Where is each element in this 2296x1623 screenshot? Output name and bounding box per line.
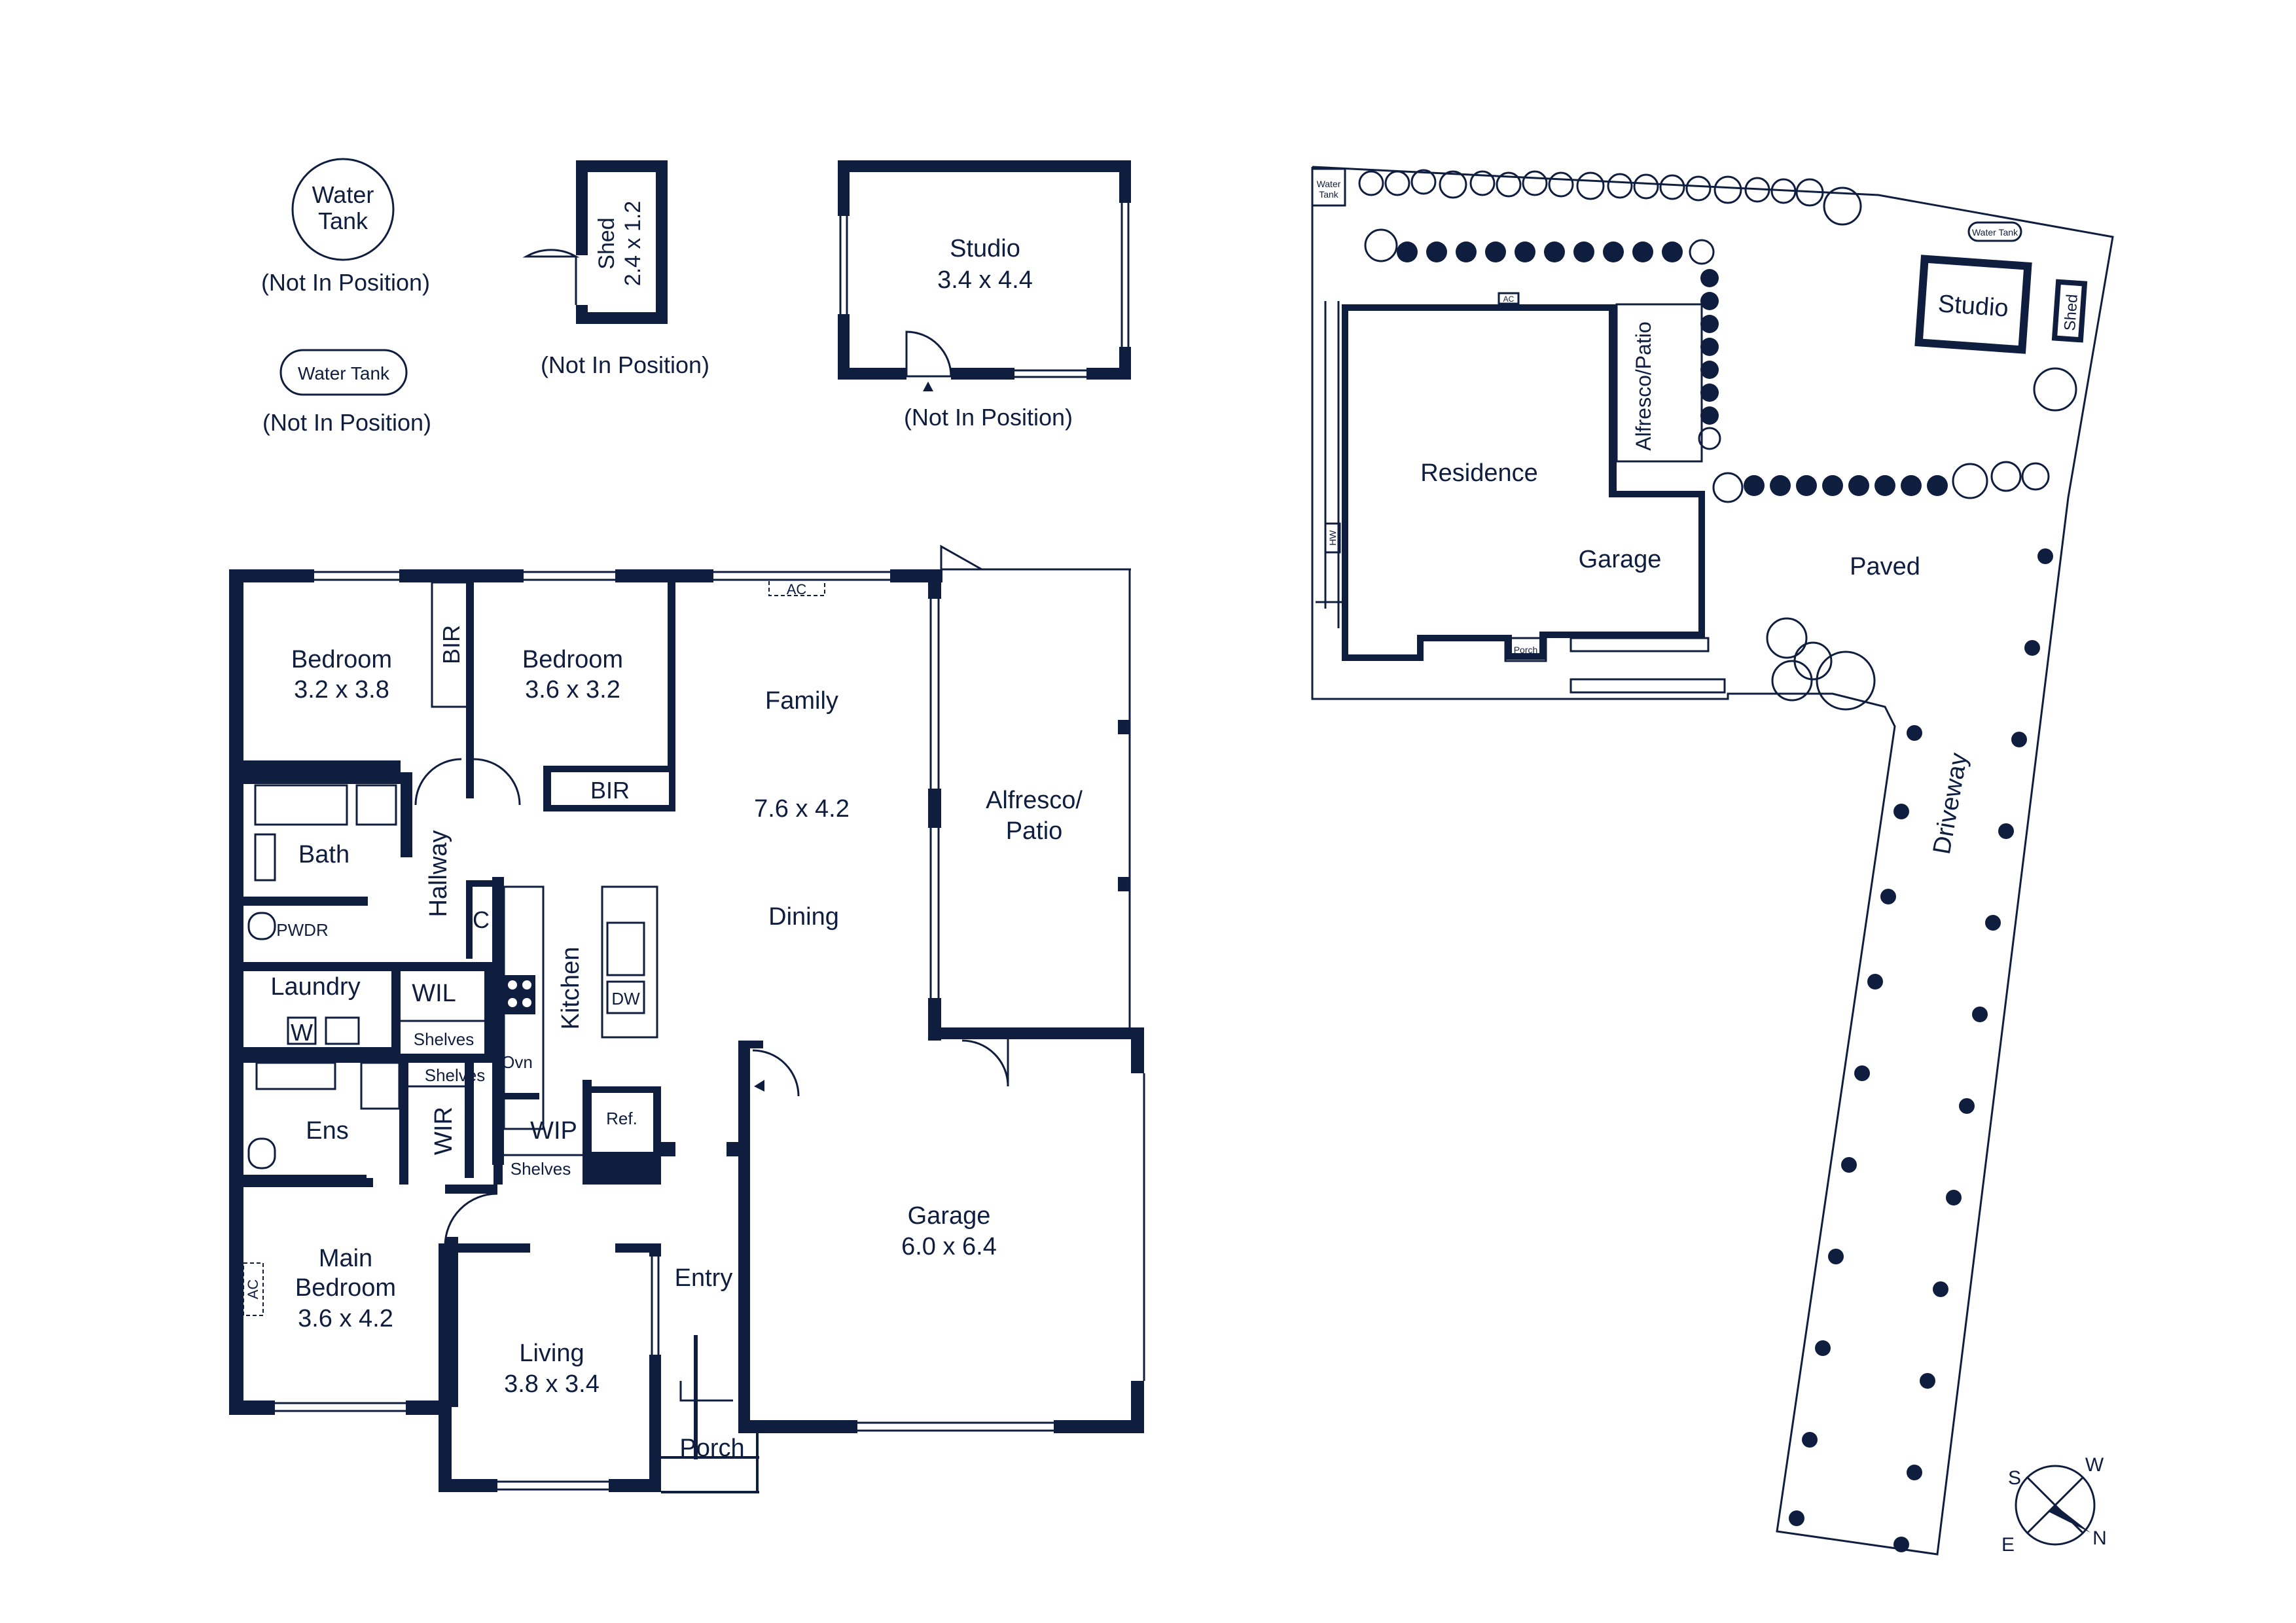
legend-water-tank-oval-note: (Not In Position) [262,409,431,436]
compass: S W E N [2001,1454,2107,1556]
bir-2: BIR [590,777,630,804]
site-water-tank-line2: Tank [1319,189,1339,200]
legend-water-tank-round: Water Tank (Not In Position) [261,158,430,296]
ac-family: AC [787,581,807,597]
bedroom-2-name: Bedroom [291,646,392,673]
wil-label: WIL [412,980,456,1007]
site-hw-label: HW [1327,530,1338,546]
kitchen-label: Kitchen [557,947,584,1030]
site-ac-label: AC [1503,294,1515,304]
legend-shed-dims: 2.4 x 1.2 [620,201,645,286]
main-floor-plan: AC Bedroom 3.2 x 3.8 BIR Bedroom 3.6 x 3… [229,544,1145,1493]
wir-shelves: Shelves [425,1065,486,1085]
ac-main-bedroom: AC [245,1279,261,1300]
inner-hedge [1364,228,1721,450]
site-water-tank-2: Water Tank [1972,227,2018,238]
site-studio-label: Studio [1937,290,2009,322]
family-dims: 7.6 x 4.2 [754,795,850,823]
laundry-label: Laundry [270,973,360,1001]
site-water-tank-line1: Water [1317,179,1341,189]
mid-hedge [1712,367,2077,711]
bir-1: BIR [438,625,465,664]
alfresco-label-1: Alfresco/ [986,787,1083,814]
legend-water-tank-oval: Water Tank (Not In Position) [262,349,431,436]
legend-water-tank-round-line1: Water [312,181,374,208]
bedroom-3-name: Bedroom [522,646,623,673]
residence-label: Residence [1420,459,1538,487]
legend-water-tank-round-line2: Tank [318,207,368,234]
entry-label: Entry [675,1264,733,1292]
main-bedroom-dims: 3.6 x 4.2 [298,1305,393,1332]
driveway-plants [1789,548,2053,1552]
compass-n: N [2092,1527,2107,1549]
porch-label: Porch [679,1435,744,1462]
legend-studio-note: (Not In Position) [904,404,1073,431]
main-bedroom-line2: Bedroom [295,1274,396,1302]
legend-shed-name: Shed [594,217,619,269]
living-dims: 3.8 x 3.4 [504,1370,600,1398]
paved-label: Paved [1850,553,1920,580]
garage-dims: 6.0 x 6.4 [901,1233,997,1260]
legend-shed-note: (Not In Position) [541,351,709,378]
site-alfresco-label: Alfresco/Patio [1632,321,1655,450]
top-hedge [1358,169,1862,226]
legend-water-tank-oval-label: Water Tank [298,363,390,383]
c-label: C [473,906,490,933]
bedroom-3-dims: 3.6 x 3.2 [525,676,620,704]
hallway-label: Hallway [425,830,452,917]
dw-label: DW [611,989,640,1008]
ens-label: Ens [306,1117,348,1145]
family-label: Family [765,687,838,715]
compass-e: E [2001,1534,2015,1556]
garage-label: Garage [908,1202,991,1230]
compass-w: W [2085,1454,2104,1476]
legend-studio-dims: 3.4 x 4.4 [937,266,1033,294]
wip-shelves: Shelves [511,1159,571,1179]
wip-label: WIP [530,1117,577,1145]
wir-label: WIR [430,1107,457,1155]
ovn-label: Ovn [501,1052,533,1072]
ref-label: Ref. [606,1109,637,1128]
wil-shelves: Shelves [414,1029,475,1049]
living-label: Living [519,1340,584,1367]
pwdr-label: PWDR [276,920,328,940]
dining-label: Dining [768,903,839,931]
legend-studio-name: Studio [950,235,1020,262]
main-bedroom-line1: Main [319,1245,372,1272]
site-plan: Water Tank Water Tank Studio Shed Alfres… [1311,166,2114,1556]
site-porch-label: Porch [1514,645,1538,655]
alfresco-label-2: Patio [1006,817,1063,845]
legend-shed: Shed 2.4 x 1.2 (Not In Position) [522,160,709,378]
bath-label: Bath [298,841,350,868]
driveway-label: Driveway [1928,751,1973,856]
legend-studio: Studio 3.4 x 4.4 (Not In Position) [836,160,1132,431]
legend-water-tank-round-note: (Not In Position) [261,269,430,296]
site-shed-label: Shed [2061,294,2081,332]
compass-s: S [2008,1467,2021,1489]
bedroom-2-dims: 3.2 x 3.8 [294,676,389,704]
site-garage-label: Garage [1579,546,1662,573]
w-label: W [291,1019,313,1046]
